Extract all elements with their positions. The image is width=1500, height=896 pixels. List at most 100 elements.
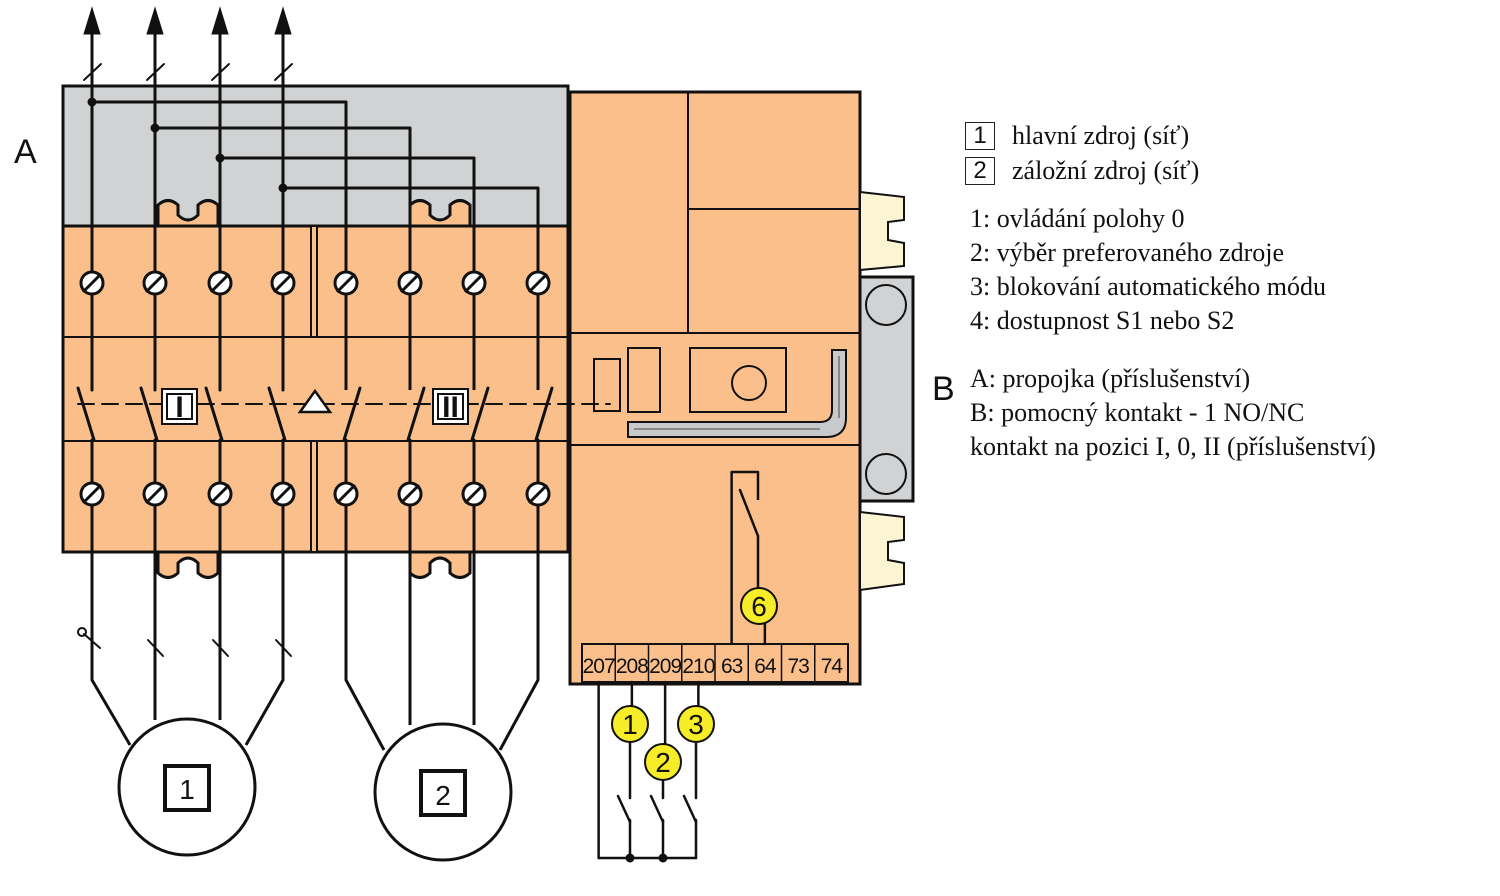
junction-dot <box>658 853 668 863</box>
source-wire <box>498 555 540 751</box>
bridge-link <box>220 156 476 390</box>
source-1-tag: 1 <box>179 774 195 805</box>
control-badge-2-label: 2 <box>655 747 671 778</box>
junction-dot <box>278 183 288 193</box>
screw-slot <box>144 272 166 294</box>
fuse-tick <box>212 639 229 657</box>
switch-blade <box>470 386 490 442</box>
clamp-bottom-right <box>408 550 472 579</box>
aux-screw-top <box>865 284 907 326</box>
screw-slot <box>527 272 549 294</box>
clamp-top-right <box>408 199 472 228</box>
arrow-up-icon <box>83 6 101 35</box>
rotary-knob <box>731 365 767 401</box>
aux-contact-wire <box>730 470 760 644</box>
terminal-label: 208 <box>616 655 648 678</box>
legend-control-1: 1: ovládání polohy 0 <box>970 204 1185 233</box>
legend-accessory-b: B: pomocný kontakt - 1 NO/NC <box>970 398 1305 427</box>
fuse-tick <box>146 63 165 81</box>
screw-slot <box>81 483 103 505</box>
switch-blade <box>267 386 287 442</box>
terminal-label: 207 <box>583 655 615 678</box>
switch-blade <box>204 386 224 442</box>
aux-badge-6: 6 <box>740 587 778 625</box>
control-switch <box>649 794 665 824</box>
aux-screw-bottom <box>865 453 907 495</box>
legend-source-2: 2 záložní zdroj (síť) <box>965 153 1495 188</box>
junction-dot <box>625 853 635 863</box>
junction-dot <box>150 123 160 133</box>
controller-module <box>568 90 862 686</box>
indicator-window <box>627 347 661 413</box>
switch-blade <box>342 386 362 442</box>
screw-slot <box>209 272 231 294</box>
terminal-label: 210 <box>682 655 714 678</box>
terminal-label: 63 <box>721 655 743 678</box>
mount-clip-top <box>859 190 905 272</box>
legend-source-2-tag: 2 <box>965 156 995 185</box>
switch-blade <box>534 386 554 442</box>
legend-accessory-b-detail: kontakt na pozici I, 0, II (příslušenstv… <box>970 432 1376 461</box>
control-switch <box>616 794 632 824</box>
label-b: B <box>932 370 955 408</box>
terminals-and-contacts <box>79 270 816 682</box>
source-wire <box>344 555 386 751</box>
aux-contact-blade <box>738 488 760 538</box>
clamp-bottom-left <box>156 550 220 579</box>
switch-blade <box>406 386 426 442</box>
fuse-tick <box>83 63 102 81</box>
fuse-tick <box>211 63 230 81</box>
bridge-link <box>283 186 540 390</box>
arrow-up-icon <box>274 6 292 35</box>
screw-slot <box>81 272 103 294</box>
source-wire <box>244 679 285 746</box>
display-panel <box>689 347 787 413</box>
arrow-up-icon <box>211 6 229 35</box>
screw-slot <box>399 272 421 294</box>
control-badge-2: 2 <box>644 743 682 781</box>
fuse-tick <box>274 63 293 81</box>
screw-slot <box>144 483 166 505</box>
clamp-top-left <box>156 199 220 228</box>
switch-body <box>61 84 915 686</box>
screw-slot <box>209 483 231 505</box>
legend-accessory-a: A: propojka (příslušenství) <box>970 364 1251 393</box>
legend-control-4: 4: dostupnost S1 nebo S2 <box>970 306 1235 335</box>
screw-slot <box>463 483 485 505</box>
screw-slot <box>463 272 485 294</box>
terminal-label: 64 <box>754 655 777 678</box>
screw-slot <box>335 483 357 505</box>
legend-source-2-text: záložní zdroj (síť) <box>1012 155 1200 185</box>
terminal-label: 73 <box>787 655 809 678</box>
wiring <box>76 6 767 863</box>
screw-slot <box>272 272 294 294</box>
label-a: A <box>14 133 37 171</box>
aux-badge-6-label: 6 <box>751 591 767 622</box>
screw-slot <box>335 272 357 294</box>
legend-source-1: 1 hlavní zdroj (síť) <box>965 118 1495 153</box>
arrow-up-icon <box>146 6 164 35</box>
fuse-tick <box>275 639 292 657</box>
legend: 1 hlavní zdroj (síť) 2 záložní zdroj (sí… <box>965 118 1495 464</box>
legend-source-1-tag: 1 <box>965 121 995 150</box>
control-badge-3: 3 <box>677 705 715 743</box>
control-badge-1-label: 1 <box>622 709 638 740</box>
screw-slot <box>527 483 549 505</box>
position-zero-triangle-icon <box>297 388 333 414</box>
position-ii-label: II <box>442 391 459 424</box>
indicator-window-small <box>593 358 621 412</box>
terminal-labels: 207 208 209 210 63 64 73 74 <box>583 655 845 678</box>
position-i-label: I <box>175 391 183 424</box>
legend-control-3: 3: blokování automatického módu <box>970 272 1326 301</box>
junction-dot <box>215 153 225 163</box>
switch-blade <box>139 386 159 442</box>
fuse-tick <box>83 633 101 649</box>
control-badge-3-label: 3 <box>688 709 704 740</box>
source-2-tag: 2 <box>435 780 451 811</box>
fuse-tick <box>147 639 164 657</box>
source-wire <box>90 679 132 746</box>
control-switch <box>682 794 698 824</box>
terminal-label: 74 <box>821 655 844 678</box>
legend-control-2: 2: výběr preferovaného zdroje <box>970 238 1285 267</box>
